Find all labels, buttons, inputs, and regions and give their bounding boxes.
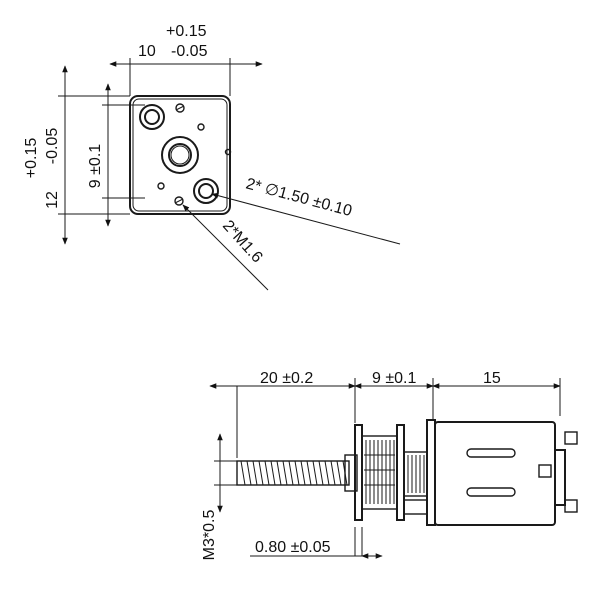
motor-length-label: 15 [483, 370, 501, 387]
side-view: 20 ±0.2 9 ±0.1 15 M3*0.5 0.80 ±0.05 [201, 370, 578, 561]
screw-hole-bottom [174, 196, 184, 206]
gearbox-front-plate [354, 424, 363, 521]
width-tol-lower: -0.05 [171, 43, 208, 60]
locating-dot-left [157, 182, 165, 190]
shaft-collar [344, 454, 358, 492]
shaft-length-label: 20 ±0.2 [260, 370, 313, 387]
locating-dot-right [197, 123, 205, 131]
mount-hole-bottom-right [193, 178, 219, 204]
thread-label: M3*0.5 [201, 510, 218, 561]
output-shaft-boss [161, 136, 199, 174]
edge-notch [224, 148, 232, 156]
screw-callout-label: 2*M1.6 [219, 217, 266, 266]
hole-callout-leader [211, 192, 401, 245]
flange-thickness-label: 0.80 ±0.05 [255, 539, 331, 556]
screw-callout-leader [182, 204, 269, 291]
width-tol-upper: +0.15 [166, 23, 207, 40]
motor-can [434, 421, 556, 526]
mount-hole-top-left [139, 104, 165, 130]
gearbox-face-outline [129, 95, 231, 215]
height-tol-upper: +0.15 [23, 138, 40, 179]
threaded-shaft [236, 460, 350, 486]
motor-end-cap [554, 431, 578, 513]
hole-callout-label: 2* ∅1.50 ±0.10 [244, 175, 354, 220]
gear-stack [361, 435, 428, 515]
screw-hole-top [175, 103, 185, 113]
gearbox-length-label: 9 ±0.1 [372, 370, 416, 387]
gearbox-rear-plate [426, 419, 436, 526]
height-nominal: 12 [44, 191, 61, 209]
inner-height-label: 9 ±0.1 [87, 144, 104, 188]
height-tol-lower: -0.05 [44, 128, 61, 165]
top-view: +0.15 10 -0.05 +0.15 12 -0.05 9 ±0.1 2* … [23, 23, 401, 291]
width-nominal: 10 [138, 43, 156, 60]
gearbox-mid-plate [396, 424, 405, 521]
